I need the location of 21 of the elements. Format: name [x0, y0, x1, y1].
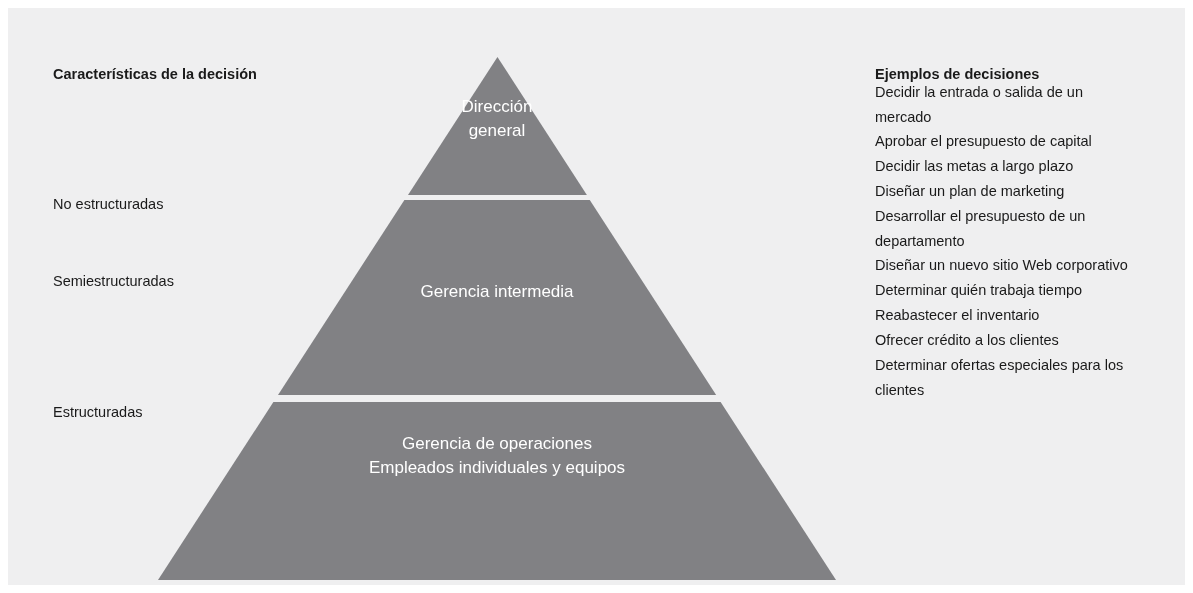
decision-example: Determinar quién trabaja tiempo	[875, 281, 1084, 300]
level-title: Gerencia intermedia	[419, 281, 575, 303]
pyramid-level	[407, 57, 587, 195]
column-heading: Características de la decisión	[53, 65, 257, 84]
pyramid-level	[158, 402, 836, 580]
decision-type: Semiestructuradas	[53, 272, 174, 291]
decision-example: Reabastecer el inventario	[875, 306, 1041, 325]
column-heading: Ejemplos de decisiones	[875, 65, 1040, 84]
pyramid-level	[277, 200, 717, 395]
decision-example: Determinar ofertas especiales para los clientes	[875, 356, 1125, 400]
decision-example: Diseñar un nuevo sitio Web corporativo	[875, 256, 1129, 275]
decision-example: Desarrollar el presupuesto de un departamento	[875, 207, 1087, 251]
decision-type: No estructuradas	[53, 195, 164, 214]
level-title: Empleados individuales y equipos	[367, 457, 627, 479]
decision-example: Decidir las metas a largo plazo	[875, 157, 1075, 176]
decision-example: Decidir la entrada o salida de un mercado	[875, 83, 1084, 127]
decision-example: Diseñar un plan de marketing	[875, 182, 1066, 201]
decision-example: Aprobar el presupuesto de capital	[875, 132, 1093, 151]
level-title: Gerencia de operaciones	[401, 433, 593, 455]
decision-type: Estructuradas	[53, 403, 143, 422]
decision-example: Ofrecer crédito a los clientes	[875, 331, 1060, 350]
